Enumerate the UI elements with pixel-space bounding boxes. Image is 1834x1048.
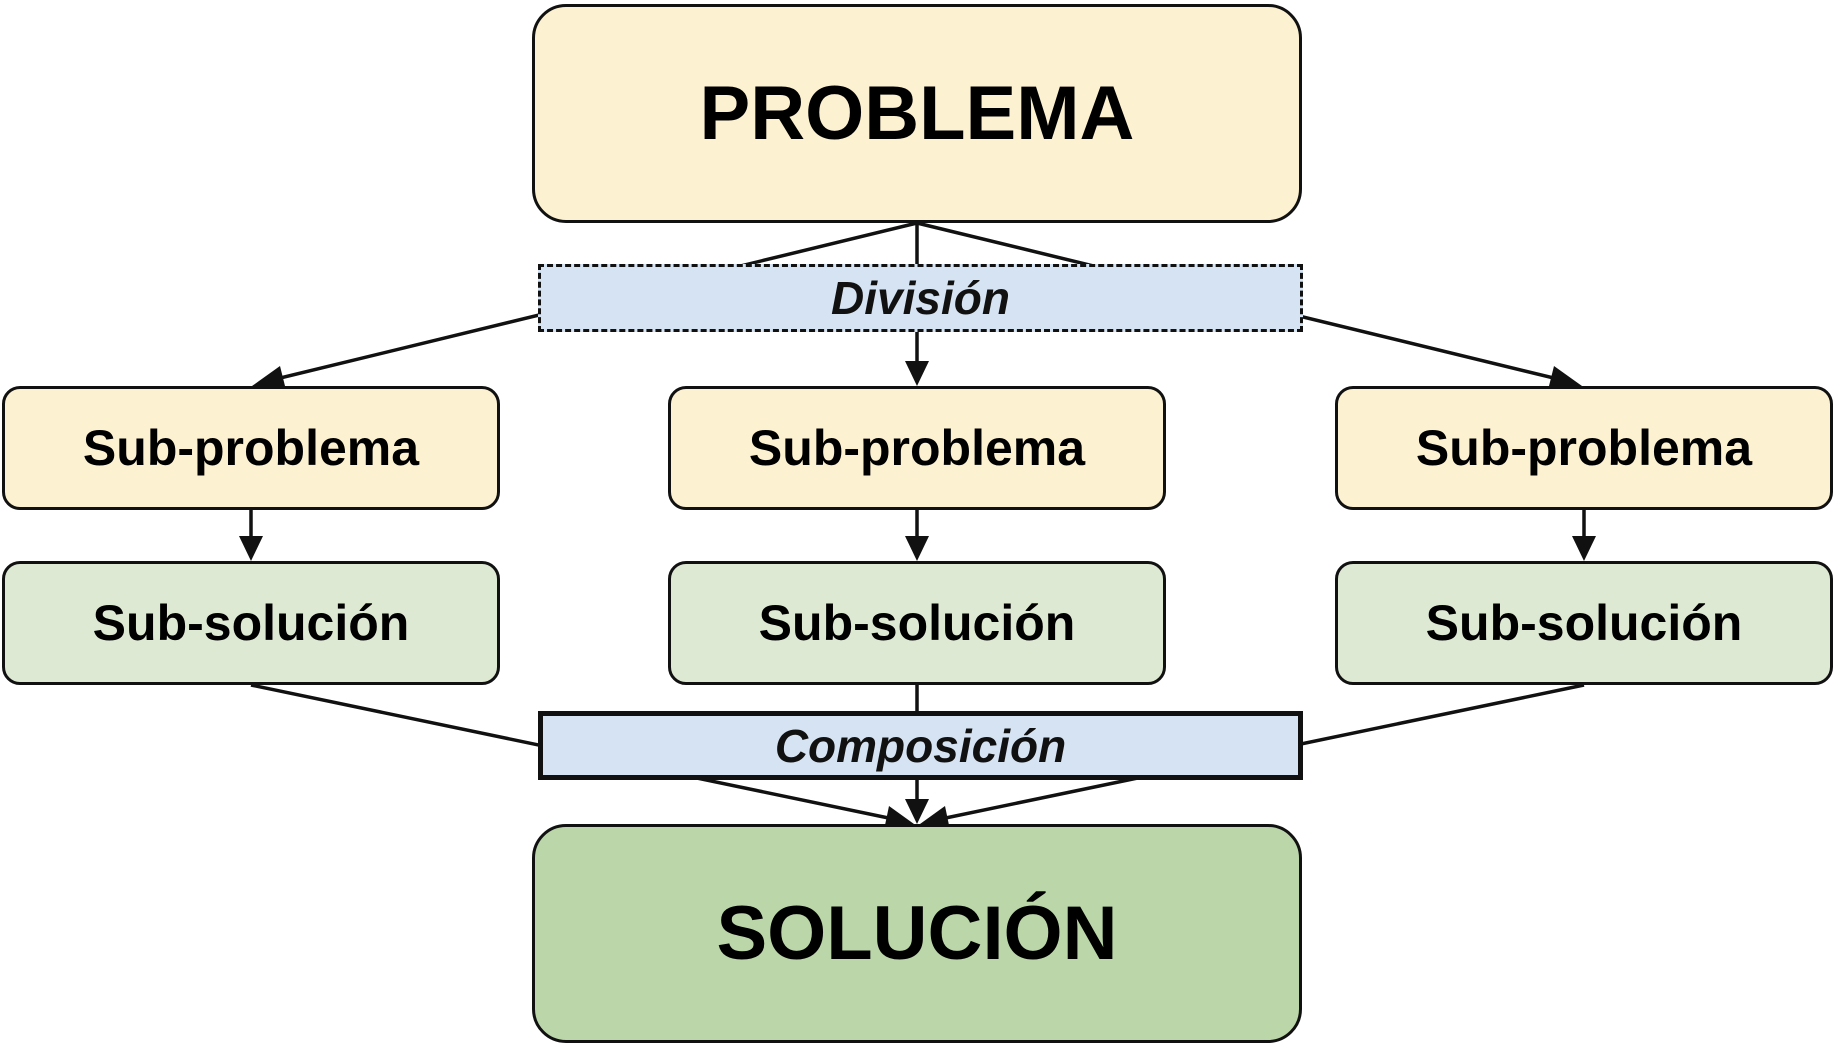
- composition-label: Composición: [774, 719, 1067, 772]
- subproblem-box: Sub-problema: [668, 386, 1166, 510]
- subsolution-box: Sub-solución: [1335, 561, 1833, 685]
- subproblem-box: Sub-problema: [2, 386, 500, 510]
- subproblem-label: Sub-problema: [748, 420, 1086, 476]
- solution-box: SOLUCIÓN: [532, 824, 1302, 1043]
- arrowhead-subsolution-right: [1572, 536, 1596, 561]
- arrowhead-subsolution-center: [905, 536, 929, 561]
- subsolution-box: Sub-solución: [668, 561, 1166, 685]
- arrowhead-subsolution-left: [239, 536, 263, 561]
- division-band: División: [538, 264, 1303, 332]
- subsolution-label: Sub-solución: [92, 595, 410, 651]
- problem-label: PROBLEMA: [699, 71, 1135, 156]
- arrowhead-subproblem-right: [1548, 366, 1582, 390]
- subsolution-box: Sub-solución: [2, 561, 500, 685]
- division-label: División: [831, 272, 1010, 324]
- composition-band: Composición: [538, 711, 1303, 780]
- solution-label: SOLUCIÓN: [716, 891, 1118, 976]
- arrowhead-subproblem-left: [252, 366, 286, 390]
- subsolution-label: Sub-solución: [1425, 595, 1743, 651]
- subproblem-label: Sub-problema: [82, 420, 420, 476]
- problem-box: PROBLEMA: [532, 4, 1302, 223]
- subsolution-label: Sub-solución: [758, 595, 1076, 651]
- subproblem-label: Sub-problema: [1415, 420, 1753, 476]
- arrowhead-subproblem-center: [905, 361, 929, 386]
- subproblem-box: Sub-problema: [1335, 386, 1833, 510]
- arrowhead-solution-center: [905, 799, 929, 824]
